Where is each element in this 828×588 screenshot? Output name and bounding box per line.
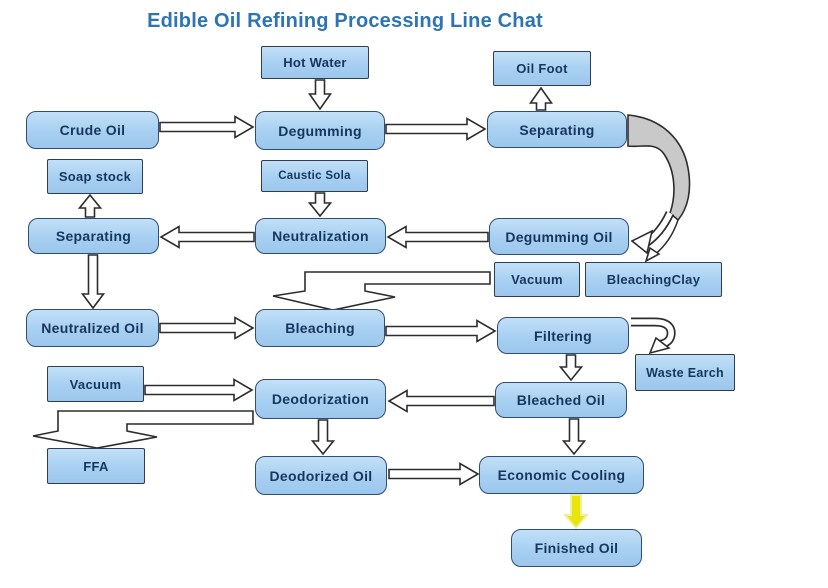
node-degumming-oil: Degumming Oil <box>489 218 629 255</box>
arrow-neutralization-to-separating <box>159 225 255 249</box>
node-neutralization: Neutralization <box>255 218 386 254</box>
arrow-filtering-to-bleached-oil <box>558 354 584 382</box>
arrow-vacuum-to-bleaching-funnel <box>272 271 491 311</box>
node-ffa: FFA <box>47 448 145 484</box>
node-vacuum-left: Vacuum <box>47 366 144 402</box>
arrow-economic-cooling-to-finished-oil <box>562 494 590 530</box>
node-neutralized-oil: Neutralized Oil <box>26 309 159 347</box>
arrow-caustic-sola-to-neutralization <box>307 192 333 218</box>
node-finished-oil: Finished Oil <box>511 529 642 567</box>
node-deodorized-oil: Deodorized Oil <box>255 456 387 495</box>
arrow-bleached-oil-to-economic-cooling <box>561 418 587 456</box>
node-bleaching-clay: BleachingClay <box>585 262 722 297</box>
node-deodorization: Deodorization <box>255 379 386 419</box>
node-bleaching: Bleaching <box>255 309 385 347</box>
node-oil-foot: Oil Foot <box>493 51 591 86</box>
arrow-neutralized-oil-to-bleaching <box>159 316 255 340</box>
node-hot-water: Hot Water <box>261 46 369 79</box>
arrow-deodorization-to-deodorized-oil <box>310 419 336 456</box>
node-degumming: Degumming <box>255 111 385 150</box>
arrow-filtering-to-waste-earch-hook <box>631 317 676 355</box>
arrow-deodorized-oil-to-economic-cooling <box>388 462 480 486</box>
node-separating-right: Separating <box>487 111 627 148</box>
arrow-separating-to-neutralized-oil <box>80 254 106 310</box>
node-waste-earch: Waste Earch <box>635 354 735 391</box>
arrow-deodorization-to-ffa-funnel <box>32 410 254 449</box>
arrow-separating-to-soap-stock <box>77 193 103 218</box>
arrow-degumming-oil-to-neutralization <box>386 225 489 249</box>
arrow-separating-to-degumming-oil-curved <box>627 114 691 263</box>
node-soap-stock: Soap stock <box>47 159 143 194</box>
diagram-title: Edible Oil Refining Processing Line Chat <box>147 9 543 32</box>
node-crude-oil: Crude Oil <box>26 111 159 149</box>
arrow-degumming-to-separating <box>385 117 487 141</box>
node-bleached-oil: Bleached Oil <box>495 382 627 418</box>
arrow-hot-water-to-degumming <box>307 79 333 111</box>
node-vacuum-mid: Vacuum <box>494 262 580 297</box>
node-filtering: Filtering <box>497 317 629 354</box>
arrow-crude-oil-to-degumming <box>159 115 255 139</box>
arrow-bleaching-to-filtering <box>385 319 497 343</box>
arrow-bleached-oil-to-deodorization <box>387 389 495 413</box>
node-caustic-sola: Caustic Sola <box>261 160 368 192</box>
arrow-separating-to-oil-foot <box>528 86 554 111</box>
node-economic-cooling: Economic Cooling <box>479 456 644 494</box>
arrow-vacuum-to-deodorization <box>144 378 254 402</box>
node-separating-left: Separating <box>28 218 159 254</box>
